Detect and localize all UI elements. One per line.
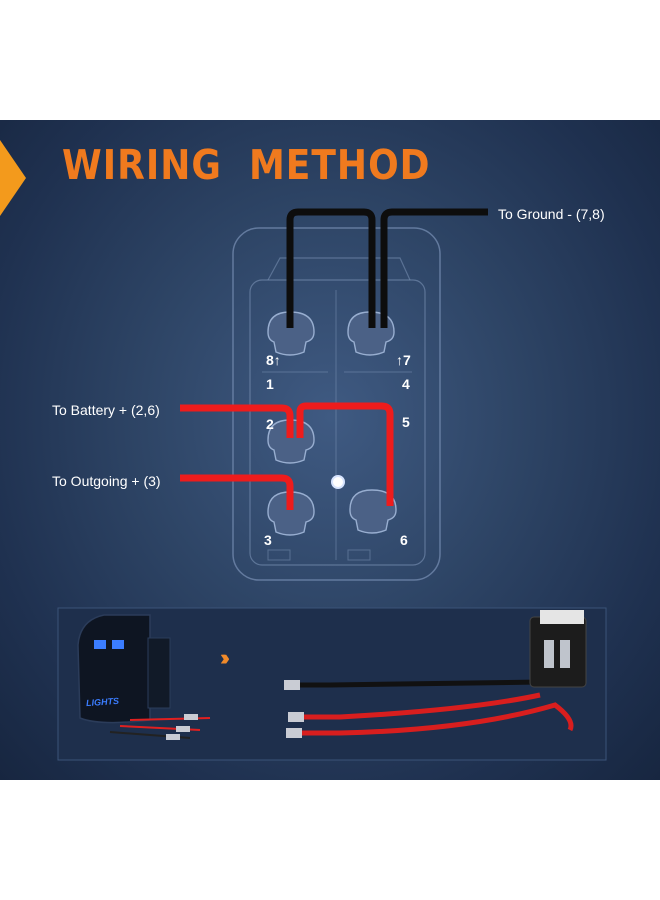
pin-label-3: 3	[264, 532, 272, 548]
pin-label-1: 1	[266, 376, 274, 392]
ground-wires	[286, 208, 488, 328]
outgoing-wire-to-pin-3	[180, 474, 294, 510]
pin-label-6: 6	[400, 532, 408, 548]
positive-wires	[180, 402, 394, 510]
orange-arrow-accent	[0, 140, 26, 216]
switch-top-clip	[267, 257, 411, 281]
switch-housing-inner	[249, 279, 426, 566]
ground-label: To Ground - (7,8)	[498, 206, 605, 222]
ground-wire-pin-7	[380, 208, 488, 328]
wiring-diagram-panel: WIRING METHOD To Ground - (7,8) To Batte…	[0, 120, 660, 780]
diagram-graphics	[0, 140, 607, 761]
pin-label-2: 2	[266, 416, 274, 432]
switch-housing-outline	[232, 227, 441, 581]
pin-label-7: ↑7	[396, 352, 411, 368]
battery-wire-to-pin-6	[296, 402, 394, 506]
battery-wire-to-pin-2	[180, 404, 294, 438]
center-led-dot	[331, 475, 345, 489]
pin-label-5: 5	[402, 414, 410, 430]
switch-bottom-tab-left	[267, 549, 291, 561]
pin-label-8: 8↑	[266, 352, 281, 368]
terminal-6	[349, 489, 397, 534]
chevron-right-icon: ›››	[220, 645, 230, 670]
battery-label: To Battery + (2,6)	[52, 402, 160, 418]
diagram-title: WIRING METHOD	[62, 142, 431, 190]
outgoing-label: To Outgoing + (3)	[52, 473, 161, 489]
rocker-switch-illustration	[77, 614, 211, 740]
wire-harness-illustration	[284, 610, 587, 738]
pin-label-4: 4	[402, 376, 410, 392]
ground-wire-pin-8	[286, 208, 376, 328]
switch-bottom-tab-right	[347, 549, 371, 561]
